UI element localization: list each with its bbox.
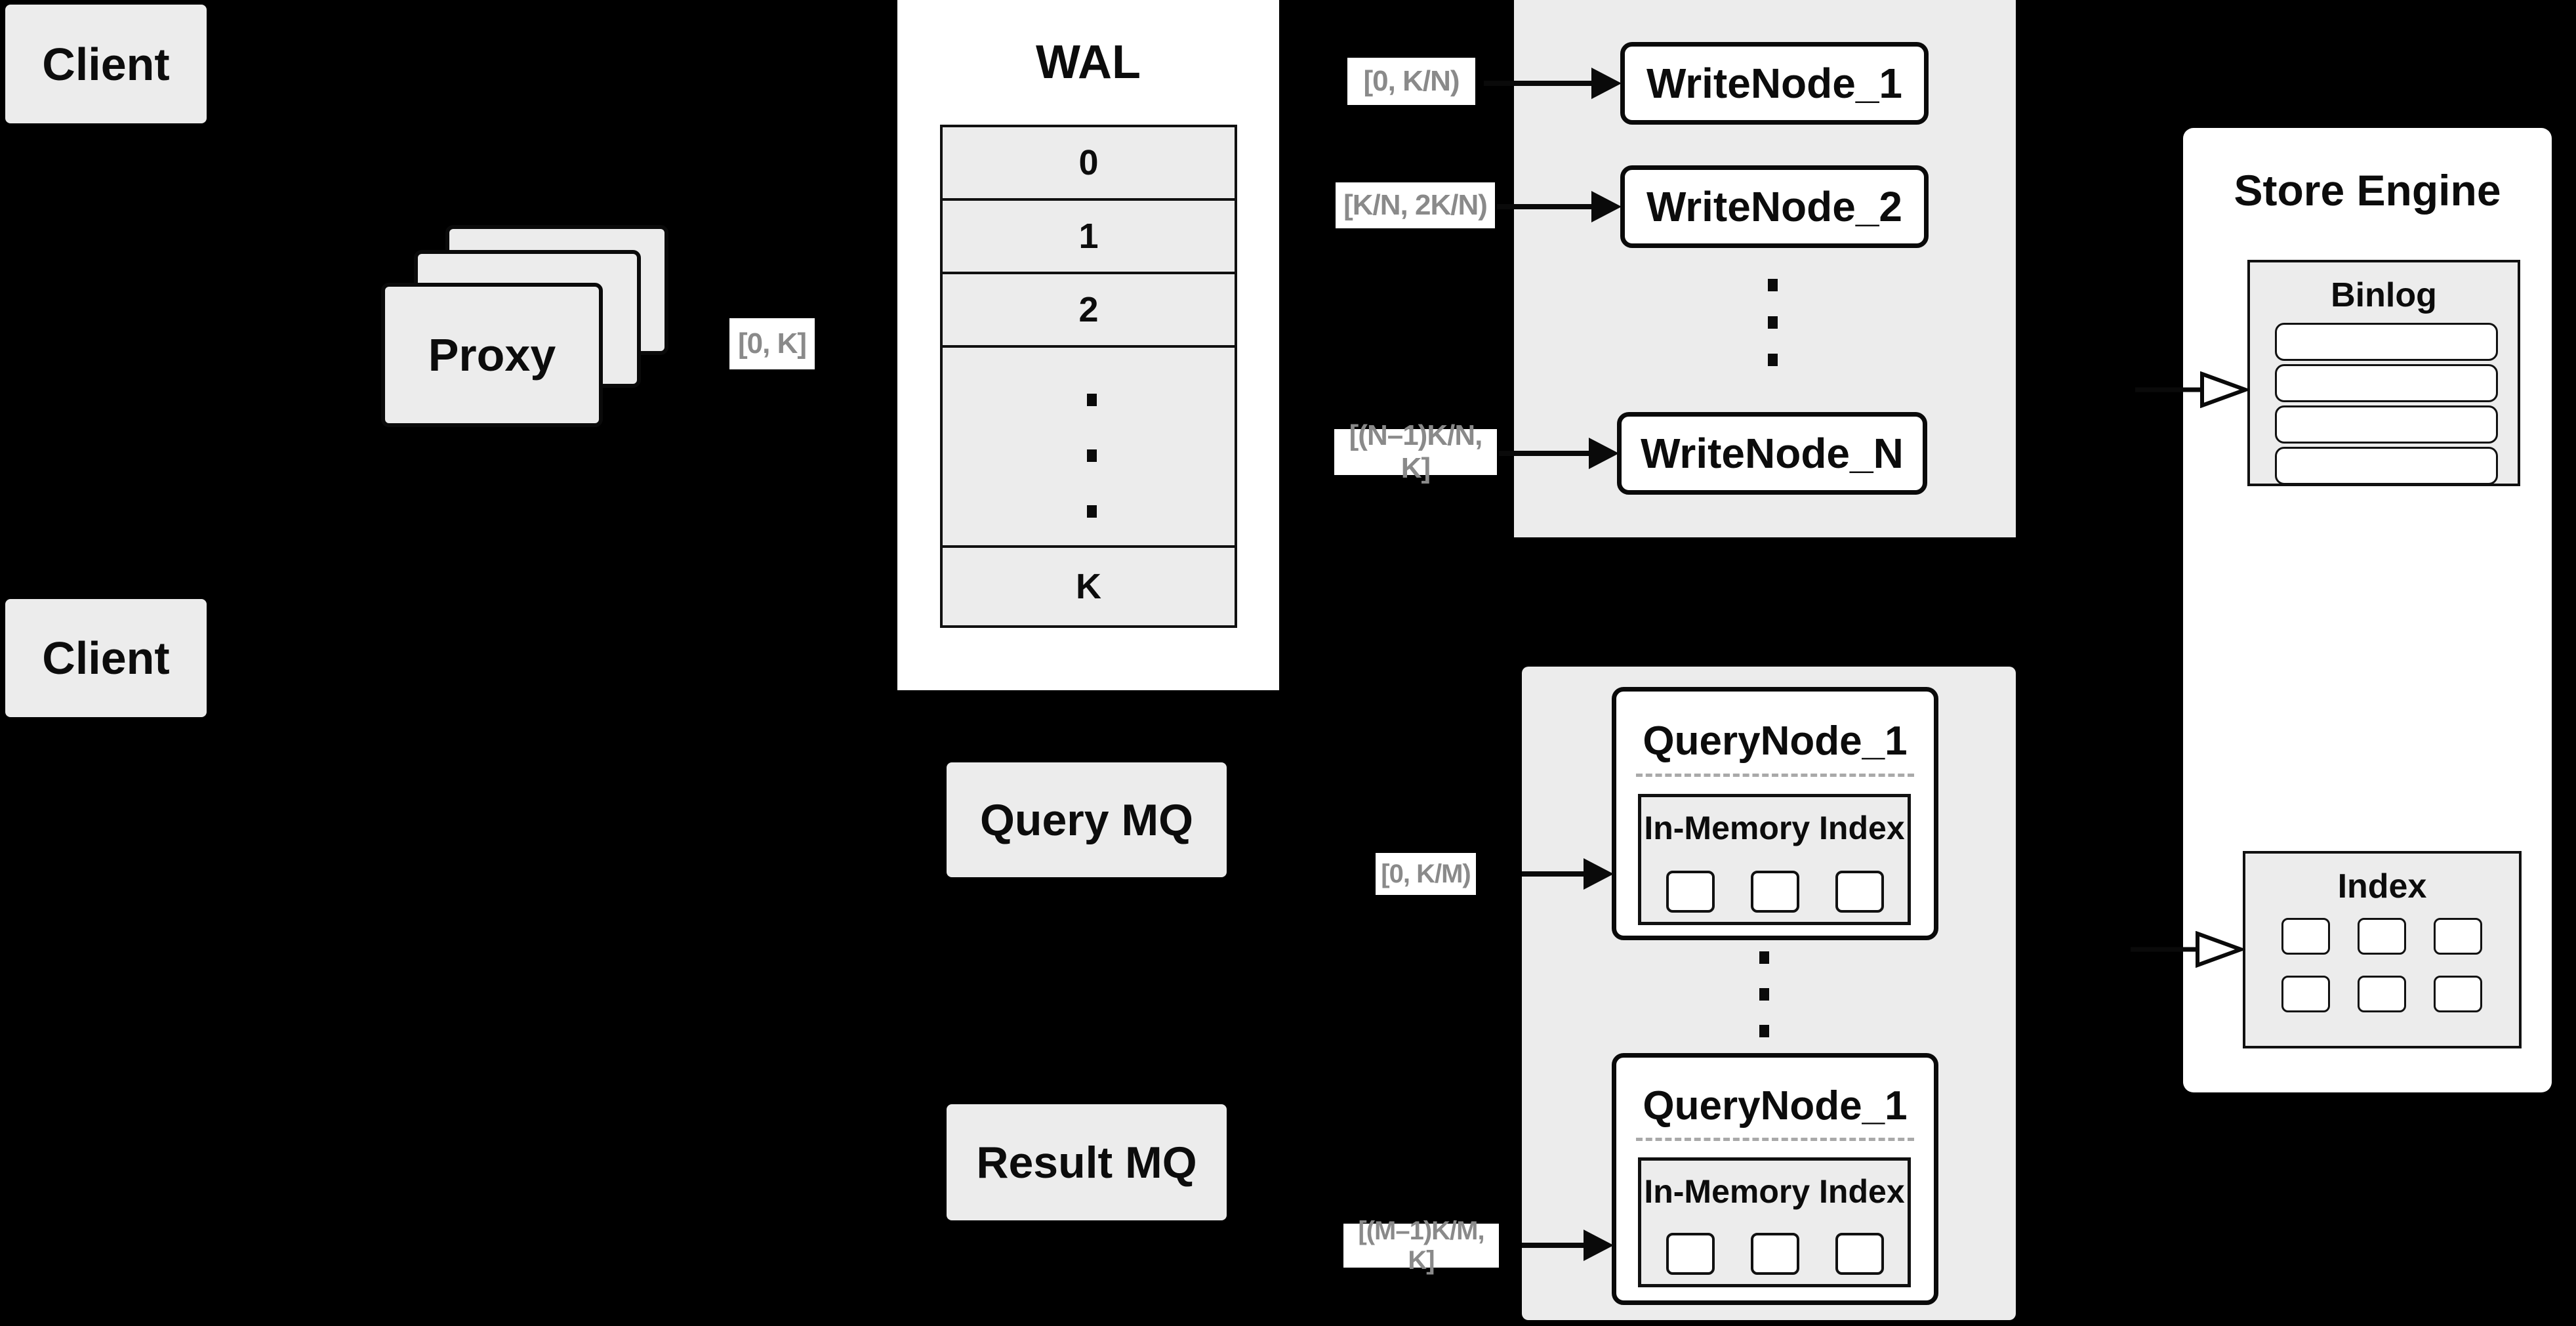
ellipsis-dot	[1087, 505, 1097, 518]
range-label-write-n: [(N–1)K/N, K]	[1334, 419, 1497, 484]
arrow-to-writenoden	[1499, 451, 1594, 456]
segment-slot	[1751, 871, 1799, 913]
arrowhead-to-writenoden	[1589, 438, 1619, 469]
arrowhead-to-writenode1	[1591, 68, 1622, 99]
segment-slot	[1666, 871, 1715, 913]
index-label: Index	[2337, 867, 2427, 905]
querynode-top-title: QueryNode_1	[1643, 718, 1908, 764]
ellipsis-dot	[1768, 279, 1778, 291]
index-slot	[2281, 976, 2330, 1012]
proxy-label: Proxy	[428, 329, 556, 381]
range-label-write-2: [K/N, 2K/N)	[1336, 182, 1495, 228]
ellipsis-dot	[1768, 354, 1778, 366]
in-memory-index-top: In-Memory Index	[1638, 794, 1911, 925]
writenode-2-box: WriteNode_2	[1620, 165, 1929, 248]
range-label-proxy: [0, K]	[729, 318, 815, 369]
arrowhead-to-querynode1	[1584, 858, 1614, 890]
wal-title: WAL	[1036, 36, 1141, 89]
ellipsis-dot	[1087, 394, 1097, 406]
arrow-to-binlog	[2135, 371, 2250, 408]
range-label-query-m: [(M–1)K/M, K]	[1343, 1216, 1499, 1275]
wal-row-1: 1	[940, 198, 1237, 274]
arrow-to-index	[2131, 931, 2245, 968]
writenode-n-box: WriteNode_N	[1617, 412, 1927, 495]
client-bottom-box: Client	[5, 599, 207, 717]
index-slot	[2434, 976, 2482, 1012]
arrowhead-to-writenode2	[1591, 191, 1622, 222]
querynode-bottom-divider	[1636, 1138, 1914, 1141]
segment-slot	[1835, 871, 1884, 913]
binlog-box: Binlog	[2247, 260, 2520, 486]
ellipsis-dot	[1087, 449, 1097, 462]
arrow-to-querynode2	[1522, 1243, 1587, 1248]
wal-row-k: K	[940, 545, 1237, 628]
client-bottom-label: Client	[42, 632, 170, 684]
range-label-query-1: [0, K/M)	[1376, 853, 1476, 895]
result-mq-box: Result MQ	[947, 1104, 1227, 1220]
client-top-box: Client	[5, 5, 207, 123]
wal-row-0: 0	[940, 125, 1237, 201]
ellipsis-dot	[1759, 1025, 1769, 1037]
querynode-bottom-title: QueryNode_1	[1643, 1083, 1908, 1129]
wal-row-2: 2	[940, 272, 1237, 348]
binlog-row	[2275, 323, 2498, 361]
binlog-row	[2275, 364, 2498, 402]
segment-slot	[1835, 1233, 1884, 1275]
range-label-write-1: [0, K/N)	[1347, 58, 1475, 105]
binlog-label: Binlog	[2331, 276, 2437, 314]
wal-panel: WAL 0 1 2 K	[897, 0, 1279, 690]
proxy-card-front: Proxy	[381, 283, 603, 427]
arrow-to-querynode1	[1522, 871, 1587, 877]
wal-row-ellipsis	[940, 345, 1237, 548]
querynode-top-divider	[1636, 774, 1914, 777]
in-memory-index-bottom: In-Memory Index	[1638, 1157, 1911, 1287]
binlog-row	[2275, 405, 2498, 444]
index-slot	[2358, 976, 2406, 1012]
arrow-to-writenode1	[1484, 81, 1594, 86]
in-memory-index-top-label: In-Memory Index	[1644, 810, 1905, 846]
store-engine-title: Store Engine	[2234, 166, 2501, 215]
segment-slot	[1666, 1233, 1715, 1275]
writenode-1-box: WriteNode_1	[1620, 42, 1929, 125]
store-engine-panel: Store Engine Binlog Index	[2183, 128, 2552, 1092]
binlog-row	[2275, 447, 2498, 485]
querynode-bottom-box: QueryNode_1 In-Memory Index	[1612, 1053, 1938, 1305]
query-mq-box: Query MQ	[947, 762, 1227, 877]
arrowhead-to-querynode2	[1584, 1230, 1614, 1261]
index-slot	[2358, 918, 2406, 955]
ellipsis-dot	[1768, 316, 1778, 329]
ellipsis-dot	[1759, 988, 1769, 1001]
client-top-label: Client	[42, 38, 170, 90]
index-slot	[2434, 918, 2482, 955]
querynode-top-box: QueryNode_1 In-Memory Index	[1612, 687, 1938, 940]
in-memory-index-bottom-label: In-Memory Index	[1644, 1173, 1905, 1210]
index-box: Index	[2243, 851, 2522, 1048]
index-slot	[2281, 918, 2330, 955]
ellipsis-dot	[1759, 951, 1769, 964]
segment-slot	[1751, 1233, 1799, 1275]
arrow-to-writenode2	[1497, 204, 1594, 209]
